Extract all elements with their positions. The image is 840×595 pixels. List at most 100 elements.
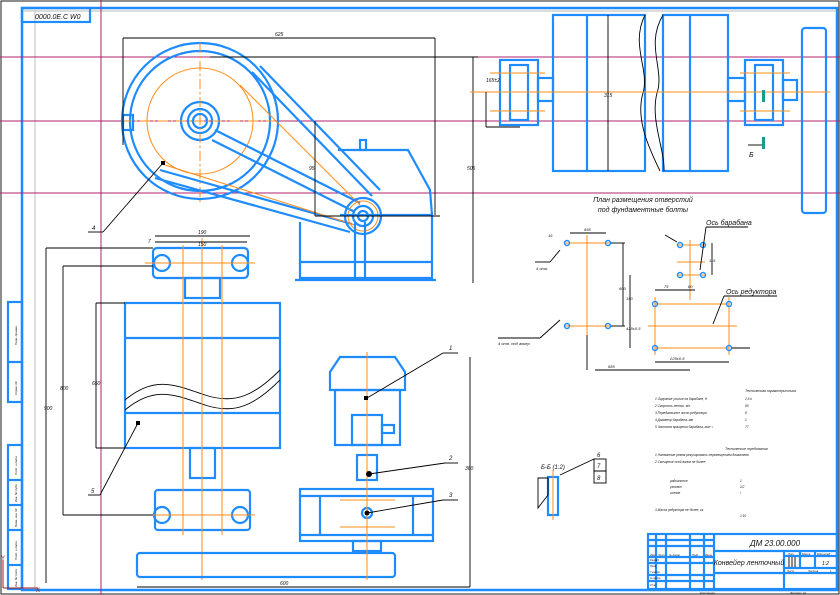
req-line: 3 Масса редуктора не более, кг [655, 508, 704, 512]
dim-hp-115: 115 [709, 258, 716, 263]
tb-header-lit: Лит. [787, 552, 795, 556]
leader-dot [161, 161, 165, 165]
dim-hp-150: 150 [626, 296, 633, 301]
dim-hp-16: 16 [548, 233, 553, 238]
front-dimensions [45, 235, 471, 588]
spec-value: 1 [745, 418, 747, 422]
side-stamp-1: Справ. № [14, 381, 18, 395]
tb-col-2: Подп. [692, 553, 699, 557]
tb-header-mass: Масса [802, 552, 811, 556]
drum-front-view [123, 238, 282, 580]
dim-right-height: 505 [467, 166, 476, 172]
hole-plan-title-1: План размещения отверстий [593, 196, 693, 204]
req-line: радиальное [669, 479, 688, 483]
stamp-code: 0000.0E.C W0 [35, 14, 81, 21]
title-block [646, 532, 839, 591]
section-view [537, 458, 607, 520]
tb-sheet-label: Лист [786, 569, 795, 573]
tb-role-0: Изм. [650, 553, 656, 557]
stamp-box [20, 6, 92, 24]
req-value: 1/2 [740, 485, 745, 489]
side-stamp [6, 300, 24, 591]
pos-2: 2 [448, 456, 453, 462]
req-value: 1 [740, 479, 742, 483]
spec-value: 90 [745, 404, 749, 408]
spec-line: 5 Частота вращения барабана, мин⁻¹ [655, 425, 713, 429]
ucs-axis-icon: Y X [1, 556, 40, 594]
svg-text:Y: Y [1, 556, 5, 562]
tb-role-2: Пров. [650, 564, 657, 568]
tech-specs: Техническая характеристика 1 Окружное ус… [654, 389, 796, 429]
base-frame [135, 551, 397, 579]
section-marker: Б [749, 152, 754, 159]
dim-left-overall: 900 [44, 406, 53, 412]
svg-text:X: X [36, 588, 40, 594]
dim-hp-600: 600 [619, 286, 626, 291]
spec-value: 2,6 k [744, 397, 752, 401]
tech-specs-title: Техническая характеристика [745, 389, 796, 393]
spec-value: 8 [745, 411, 747, 415]
dim-hp-656: 656 [584, 227, 591, 232]
dim-drum-length: 650 [92, 381, 101, 387]
tb-role-4: Н.контр. [650, 576, 661, 580]
pos-3: 3 [449, 493, 453, 499]
dim-shaft-height: 165±2 [486, 78, 500, 84]
leader-4 [102, 162, 164, 233]
dim-hp-225: 225±0.5 [669, 356, 685, 361]
req-line: 1 Натяжение ремня регулировать перемещен… [655, 453, 749, 457]
req-value: 1:10 [740, 514, 746, 518]
side-stamp-6: Инв. № подл. [14, 568, 18, 587]
tb-header-scale: Масштаб [817, 552, 830, 556]
drum-top-view [470, 13, 830, 215]
belt-drive-view [120, 41, 436, 282]
tech-requirements: Технические требования 1 Натяжение ремня… [654, 447, 768, 518]
section-pos-6: 6 [597, 453, 601, 459]
side-stamp-3: Инв. № дубл. [14, 483, 18, 502]
tb-col-0: Лист [657, 553, 666, 557]
spec-line: 4 Диаметр барабана, мм [655, 418, 694, 422]
hole-plan-title-2: под фундаментные болты [598, 206, 689, 214]
reducer-axis-label: Ось редуктора [726, 288, 776, 296]
drawing-title: Конвейер ленточный [714, 559, 785, 567]
position-leaders [88, 352, 458, 514]
pos-5: 5 [91, 489, 95, 495]
dim-drum-diameter: 315 [604, 93, 613, 99]
dim-top-overall: 625 [275, 32, 284, 38]
section-pos-7: 7 [597, 464, 601, 470]
dim-hp-685: 685 [608, 364, 615, 369]
dim-motor-height: 360 [465, 466, 474, 472]
pos-4: 4 [92, 226, 96, 232]
tb-sheets-label: Листов [807, 569, 819, 573]
tb-col-1: № докум. [669, 553, 681, 557]
drawing-designation: ДМ 23.00.000 [749, 539, 801, 548]
tb-role-3: Т.контр. [650, 570, 661, 574]
belt-drive-dimensions [122, 37, 478, 283]
dim-bearing-inner: 150 [198, 242, 207, 248]
dim-hp-80: 80 [688, 284, 693, 289]
section-label: Б-Б (1:2) [541, 465, 565, 471]
tb-col-3: Дата [704, 553, 712, 557]
dim-bearing-side: 7 [148, 239, 151, 245]
inner-frame [20, 6, 839, 592]
drive-axis-label: Ось барабана [706, 219, 752, 227]
side-stamp-2: Подп. и дата [14, 456, 18, 475]
motor-reducer-view [298, 352, 435, 580]
req-value: / [739, 491, 742, 495]
sheet-scale: 1:2 [822, 561, 829, 567]
spec-line: 1 Окружное усилие на барабане, Н [655, 397, 708, 401]
hole-plan [498, 226, 777, 371]
dim-bottom-overall: 600 [280, 581, 289, 587]
tb-sheets-count: 1 [830, 569, 832, 573]
section-pos-8: 8 [597, 476, 601, 482]
dim-belt-center: 95 [309, 166, 315, 172]
tb-role-5: Утв. [650, 583, 656, 587]
req-line: 2 Смещение осей валов не более: [654, 460, 706, 464]
req-line: угловое [669, 485, 682, 489]
callout-4-holes: 4 отв. [536, 266, 548, 271]
pos-1: 1 [449, 346, 452, 352]
tech-req-title: Технические требования [725, 447, 768, 451]
dim-bearing-width: 190 [198, 230, 207, 236]
